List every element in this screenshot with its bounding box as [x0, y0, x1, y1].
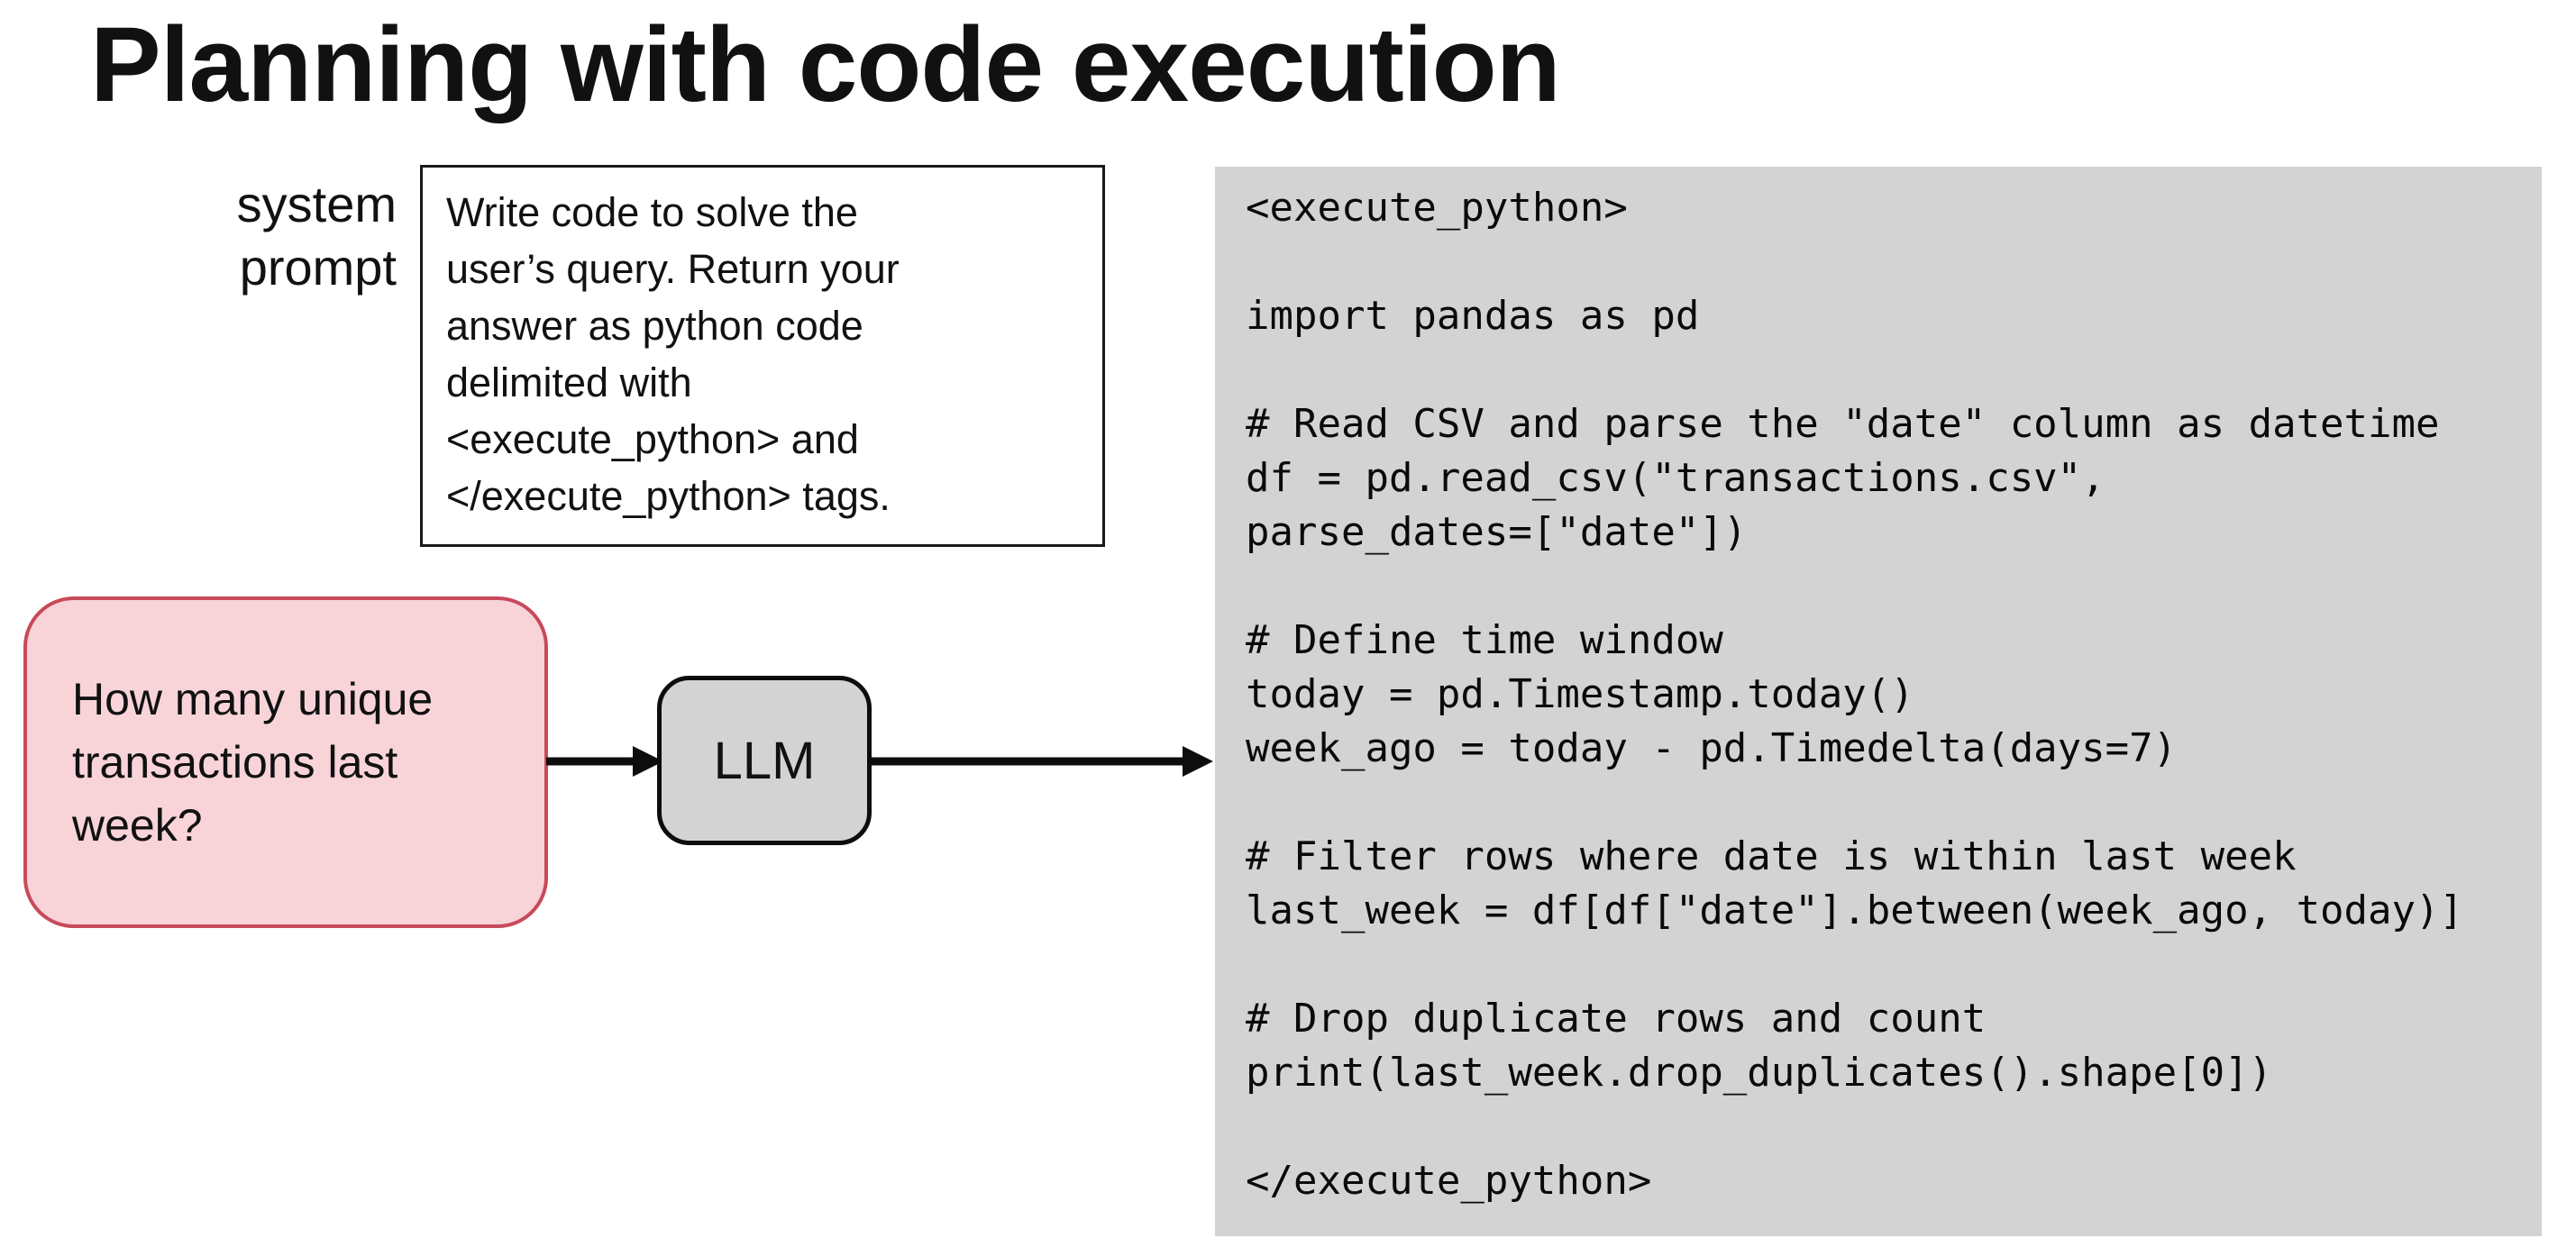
system-prompt-label: system prompt — [236, 176, 397, 296]
llm-box: LLM — [657, 676, 872, 845]
user-query-text: How many unique transactions last week? — [72, 674, 434, 851]
arrow-llm-to-code-icon — [871, 746, 1213, 777]
system-prompt-text: Write code to solve the user’s query. Re… — [446, 189, 900, 519]
system-prompt-box: Write code to solve the user’s query. Re… — [420, 165, 1105, 547]
arrow-query-to-llm-icon — [546, 746, 663, 777]
code-text: <execute_python> import pandas as pd # R… — [1246, 185, 2464, 1204]
slide-title: Planning with code execution — [90, 5, 1561, 124]
user-query-box: How many unique transactions last week? — [23, 596, 548, 928]
llm-label: LLM — [713, 731, 816, 790]
code-block: <execute_python> import pandas as pd # R… — [1215, 167, 2542, 1236]
